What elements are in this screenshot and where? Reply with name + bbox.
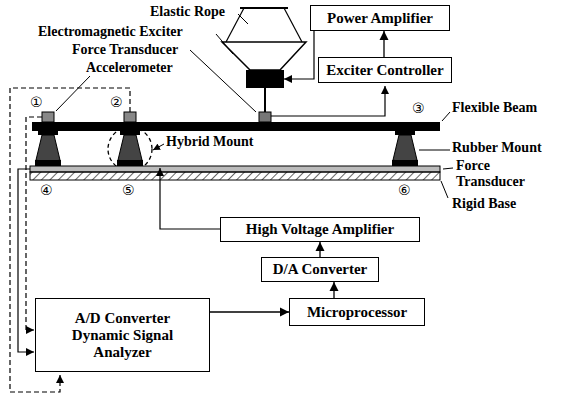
callout-number: ④ [40, 182, 53, 198]
process-box: D/A Converter [261, 257, 379, 282]
force-transducer [259, 112, 271, 122]
process-box: Power Amplifier [310, 5, 450, 31]
drive-wire [284, 31, 314, 79]
callout-number: ⑤ [122, 182, 135, 198]
process-box: High Voltage Amplifier [220, 217, 420, 242]
hybrid-mount [108, 127, 152, 171]
part-label: Elastic Rope [150, 4, 225, 20]
actuator-wire [160, 168, 220, 229]
box-label: High Voltage Amplifier [246, 221, 394, 238]
part-label: Accelerometer [86, 60, 173, 76]
box-label: D/A Converter [273, 261, 368, 278]
electromagnetic-exciter [222, 8, 306, 122]
exciter-body [246, 70, 284, 88]
signal-arrow [210, 311, 289, 312]
process-box: Exciter Controller [318, 57, 452, 83]
box-label: Power Amplifier [327, 10, 433, 27]
signal-arrow [319, 242, 320, 257]
signal-arrow [333, 282, 334, 298]
part-label: Rigid Base [452, 196, 516, 212]
feedback-wire [271, 86, 385, 116]
part-label: Force Transducer [72, 42, 178, 58]
hybrid-mount-circle [108, 127, 152, 171]
part-label: Force Transducer [456, 158, 551, 190]
callout-number: ① [30, 94, 43, 110]
rigid-base [30, 172, 440, 180]
callout-number: ② [110, 94, 123, 110]
signal-arrow [383, 31, 384, 57]
exciter-housing [222, 42, 306, 70]
box-label: Microprocessor [307, 304, 407, 321]
part-label: Flexible Beam [452, 100, 537, 116]
part-label: Electromagnetic Exciter [38, 24, 183, 40]
elastic-rope [284, 8, 302, 42]
callout-number: ⑥ [398, 182, 411, 198]
box-label: A/D Converter Dynamic Signal Analyzer [60, 310, 185, 361]
force-transducer-plate [30, 166, 440, 172]
callout-number: ③ [412, 100, 425, 116]
part-label: Hybrid Mount [166, 134, 254, 150]
elastic-rope [226, 8, 244, 42]
force-signal [18, 169, 34, 352]
part-label: Rubber Mount [452, 140, 542, 156]
stinger [264, 88, 266, 112]
flexible-beam [32, 122, 440, 131]
box-label: Exciter Controller [326, 62, 443, 79]
rubber-mount [35, 131, 61, 166]
rubber-mount [392, 131, 418, 166]
accelerometer [42, 112, 54, 122]
accelerometer [124, 112, 136, 122]
rope-support [240, 7, 288, 9]
leader-lines [56, 14, 453, 198]
process-box: Microprocessor [289, 298, 425, 326]
process-box: A/D Converter Dynamic Signal Analyzer [35, 298, 210, 372]
